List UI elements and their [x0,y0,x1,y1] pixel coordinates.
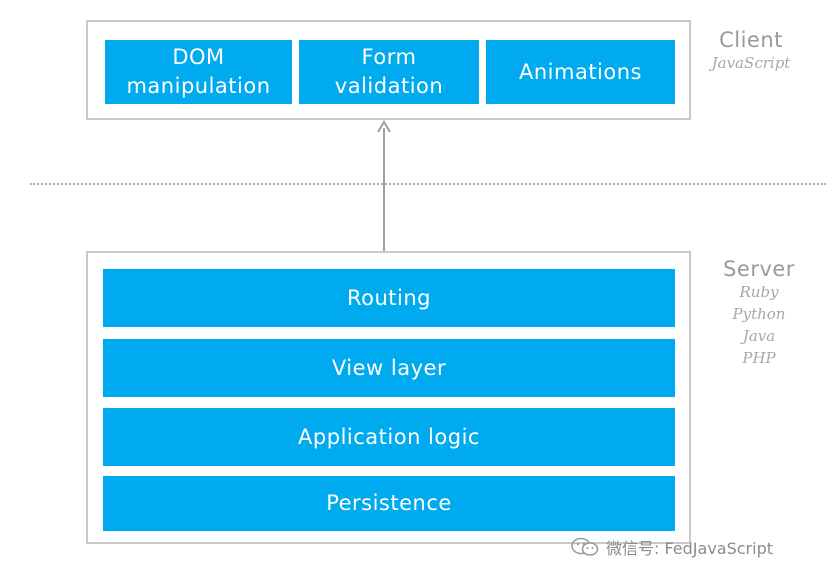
server-block-routing: Routing [103,269,675,327]
client-tier-label: Client JavaScript [697,28,805,74]
server-block-view-layer: View layer [103,339,675,397]
client-tier-name: Client [719,28,783,52]
server-block-label: Persistence [326,491,452,515]
client-frame: DOM manipulation Form validation Animati… [86,20,691,120]
server-block-label: Routing [346,285,431,310]
server-block-persistence: Persistence [103,476,675,531]
client-block-form-validation: Form validation [299,40,479,104]
server-tier-label: Server Ruby Python Java PHP [705,257,813,369]
client-server-divider [30,183,826,185]
wechat-icon [571,537,599,556]
client-language: JavaScript [711,54,791,72]
server-language: Python [732,305,786,323]
server-language: Ruby [739,283,779,301]
server-frame: Routing View layer Application logic Per… [86,251,691,544]
server-block-label: Application logic [298,424,480,449]
watermark: 微信号: FedJavaScript [570,536,773,558]
client-block-dom-manipulation: DOM manipulation [105,40,292,104]
client-block-label: Form validation [334,45,444,98]
client-block-animations: Animations [486,40,675,104]
watermark-text: 微信号: FedJavaScript [606,539,774,558]
server-language: PHP [742,349,776,367]
server-tier-name: Server [723,257,795,281]
client-block-label: DOM manipulation [126,45,271,98]
server-block-application-logic: Application logic [103,408,675,466]
server-language: Java [742,327,776,345]
client-block-label: Animations [518,59,642,84]
request-arrow [377,120,391,253]
server-block-label: View layer [331,355,447,380]
